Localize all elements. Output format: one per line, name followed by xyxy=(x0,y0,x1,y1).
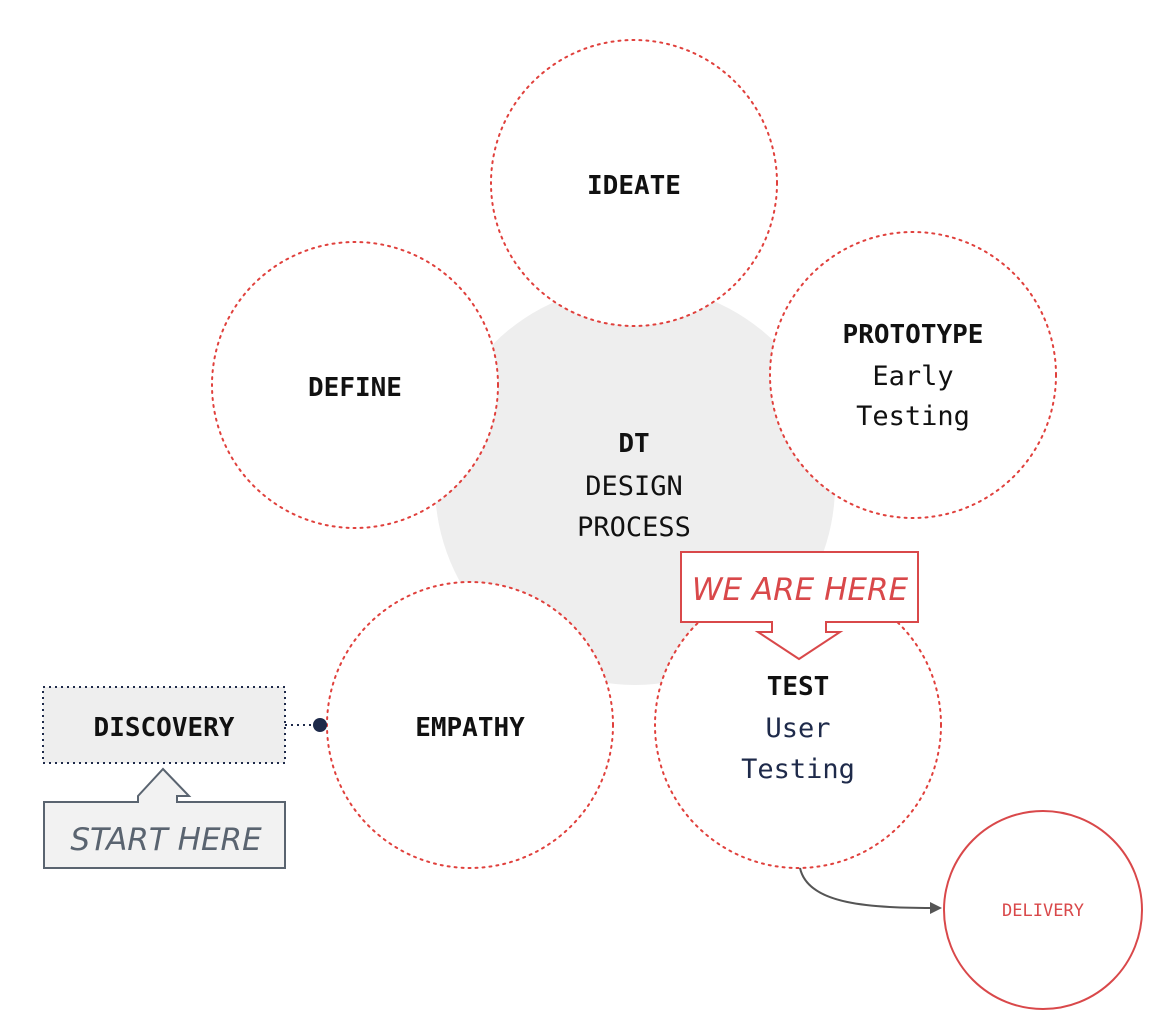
start-here-text: START HERE xyxy=(70,822,262,858)
ideate-label: IDEATE xyxy=(587,171,681,201)
prototype-label: PROTOTYPE xyxy=(843,320,984,350)
center-line1: DESIGN xyxy=(585,471,683,502)
prototype-line2: Testing xyxy=(856,401,970,432)
connector-dot xyxy=(313,718,327,732)
we-are-here-callout xyxy=(680,551,919,661)
empathy-label: EMPATHY xyxy=(415,713,525,743)
test-label: TEST xyxy=(767,672,830,702)
center-line2: PROCESS xyxy=(577,512,691,543)
prototype-line1: Early xyxy=(872,361,953,392)
start-here-callout xyxy=(43,767,286,869)
we-are-here-text: WE ARE HERE xyxy=(692,572,909,608)
define-label: DEFINE xyxy=(308,373,402,403)
delivery-circle xyxy=(943,810,1143,1010)
define-circle xyxy=(211,241,499,529)
test-to-delivery-arrow xyxy=(799,867,942,914)
prototype-circle xyxy=(769,231,1057,519)
discovery-box xyxy=(42,686,286,764)
test-line2: Testing xyxy=(741,754,855,785)
center-title: DT xyxy=(618,429,649,459)
test-line1: User xyxy=(765,713,830,744)
discovery-label: DISCOVERY xyxy=(94,713,235,743)
ideate-circle xyxy=(490,39,778,327)
delivery-label: DELIVERY xyxy=(1002,901,1084,921)
